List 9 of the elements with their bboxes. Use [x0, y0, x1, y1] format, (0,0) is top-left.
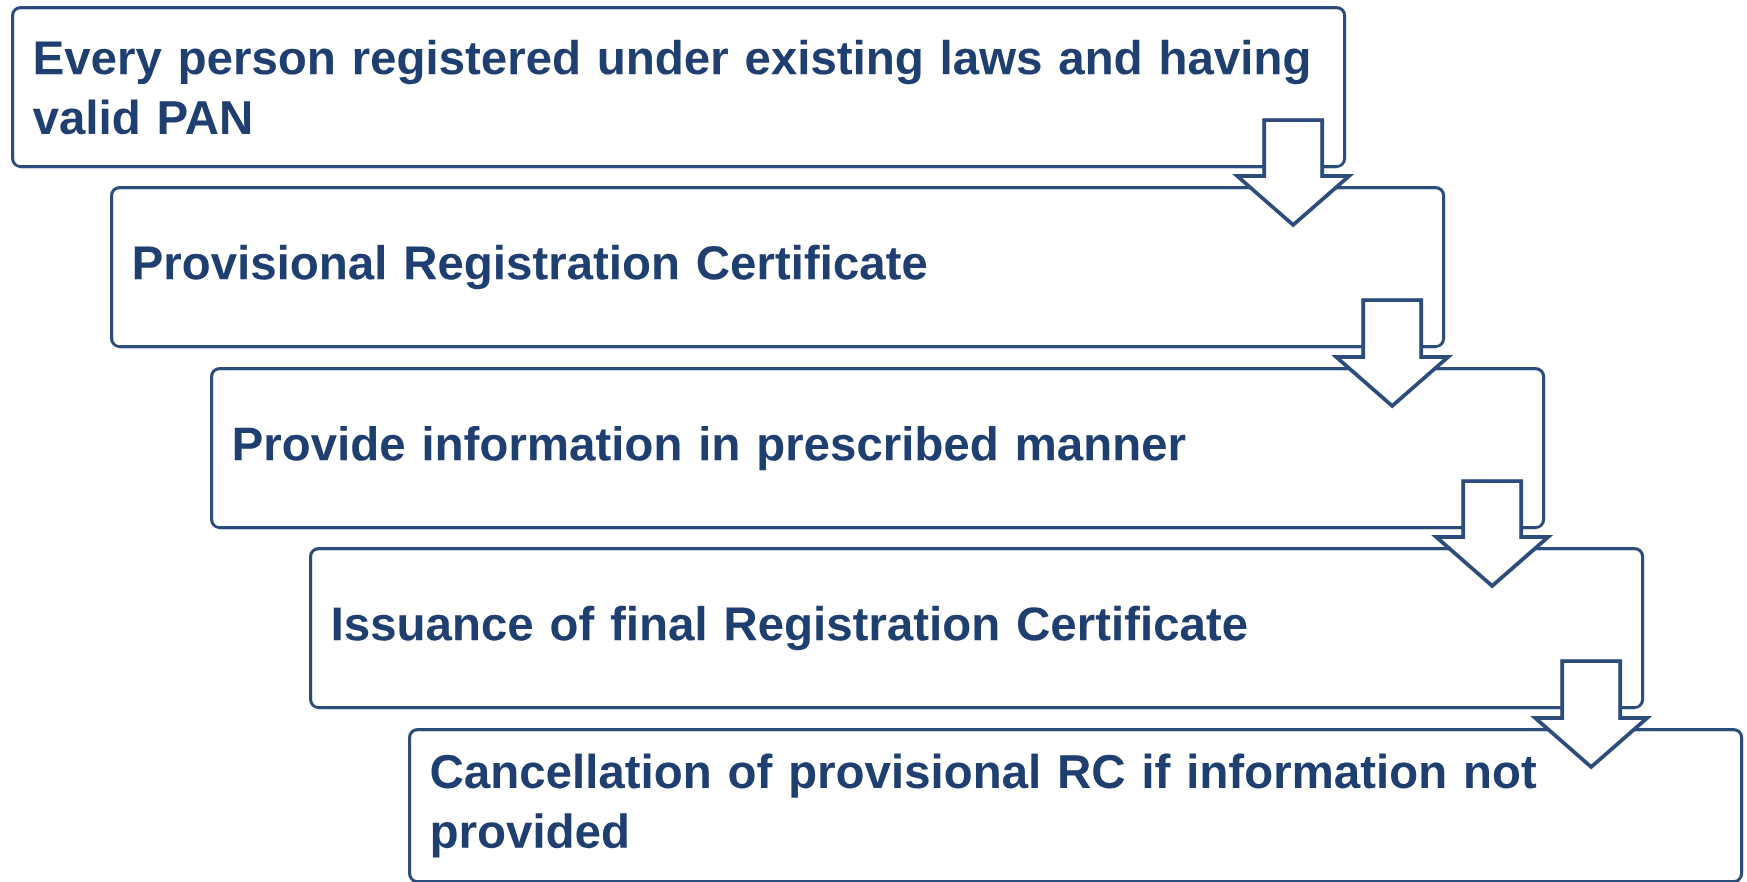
block-arrow	[1232, 118, 1355, 228]
block-arrow	[1431, 479, 1554, 589]
block-arrow	[1331, 298, 1454, 409]
process-box: Cancellation of provisional RC if information not provided	[408, 728, 1744, 882]
process-box: Every person registered under existing laws and having valid PAN	[11, 6, 1347, 169]
process-box: Issuance of final Registration Certificate	[309, 547, 1645, 710]
process-box: Provisional Registration Certificate	[110, 186, 1446, 349]
process-box: Provide information in prescribed manner	[210, 367, 1546, 530]
block-arrow	[1530, 659, 1653, 770]
